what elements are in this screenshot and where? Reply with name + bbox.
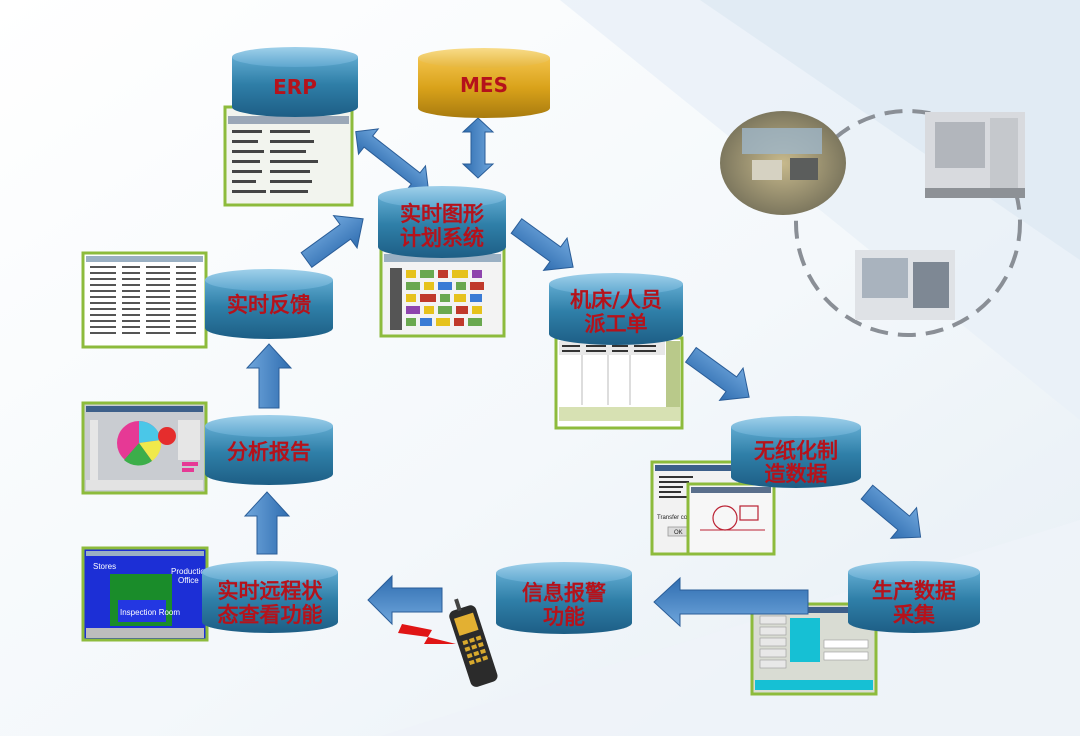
node-analysis: 分析报告 [205, 415, 333, 485]
alarm-label-line2: 功能 [543, 605, 585, 629]
paperless-ok-button: OK [674, 530, 683, 536]
node-alarm: 信息报警 功能 [496, 562, 632, 634]
planning-screenshot [379, 242, 506, 338]
collection-label-line1: 生产数据 [872, 579, 956, 603]
node-dispatch: 机床/人员 派工单 [549, 273, 683, 345]
remote-label-line2: 态查看功能 [218, 603, 323, 627]
remote-production-label: Production [171, 567, 209, 576]
remote-inspection-label: Inspection Room [120, 608, 180, 617]
erp-label: ERP [273, 75, 317, 99]
remote-office-label: Office [178, 576, 199, 585]
signal-bolt-icon [398, 624, 456, 644]
remote-stores-label: Stores [93, 562, 116, 571]
arrow-mes-planning [461, 117, 495, 179]
planning-label-line1: 实时图形 [400, 202, 484, 226]
paperless-status-text: Transfer completed [657, 515, 708, 521]
cell-phone-icon [449, 598, 498, 687]
node-paperless: 无纸化制 造数据 [731, 416, 861, 488]
dispatch-label-line2: 派工单 [585, 312, 648, 336]
remote-screenshot: Stores Production Office Inspection Room [81, 546, 209, 642]
paperless-label-line1: 无纸化制 [754, 439, 838, 463]
arrow-alarm-remote [367, 574, 443, 626]
machine-photo-1 [925, 112, 1025, 198]
analysis-label: 分析报告 [227, 440, 311, 464]
paperless-screenshot: Transfer completed OK [650, 460, 776, 556]
machine-photo-2 [855, 250, 955, 320]
node-collection: 生产数据 采集 [848, 561, 980, 633]
arrow-feedback-planning [300, 214, 364, 268]
alarm-label-line1: 信息报警 [522, 581, 606, 605]
analysis-screenshot [81, 401, 208, 495]
erp-screenshot [223, 105, 354, 207]
node-remote: 实时远程状 态查看功能 [202, 561, 338, 633]
feedback-screenshot [81, 251, 208, 349]
node-feedback: 实时反馈 [205, 269, 333, 339]
node-planning: 实时图形 计划系统 [378, 186, 506, 258]
arrow-remote-analysis [243, 491, 291, 555]
factory-photos [720, 109, 1025, 337]
node-erp: ERP [232, 47, 358, 117]
mes-label: MES [460, 73, 508, 97]
arrow-paperless-collection [860, 484, 922, 539]
arrow-dispatch-paperless [684, 346, 750, 402]
dispatch-screenshot [554, 336, 684, 430]
arrow-analysis-feedback [245, 343, 293, 409]
paperless-label-line2: 造数据 [765, 462, 828, 486]
arrow-collection-alarm [653, 576, 809, 628]
dispatch-label-line1: 机床/人员 [570, 288, 662, 312]
feedback-label: 实时反馈 [227, 293, 311, 317]
collection-label-line2: 采集 [893, 603, 936, 627]
remote-label-line1: 实时远程状 [218, 579, 324, 603]
dashed-loop [794, 109, 1022, 337]
arrow-planning-dispatch [510, 218, 574, 272]
office-photo [720, 111, 846, 215]
node-mes: MES [418, 48, 550, 118]
planning-label-line2: 计划系统 [400, 226, 484, 250]
flow-arrows [243, 117, 922, 628]
